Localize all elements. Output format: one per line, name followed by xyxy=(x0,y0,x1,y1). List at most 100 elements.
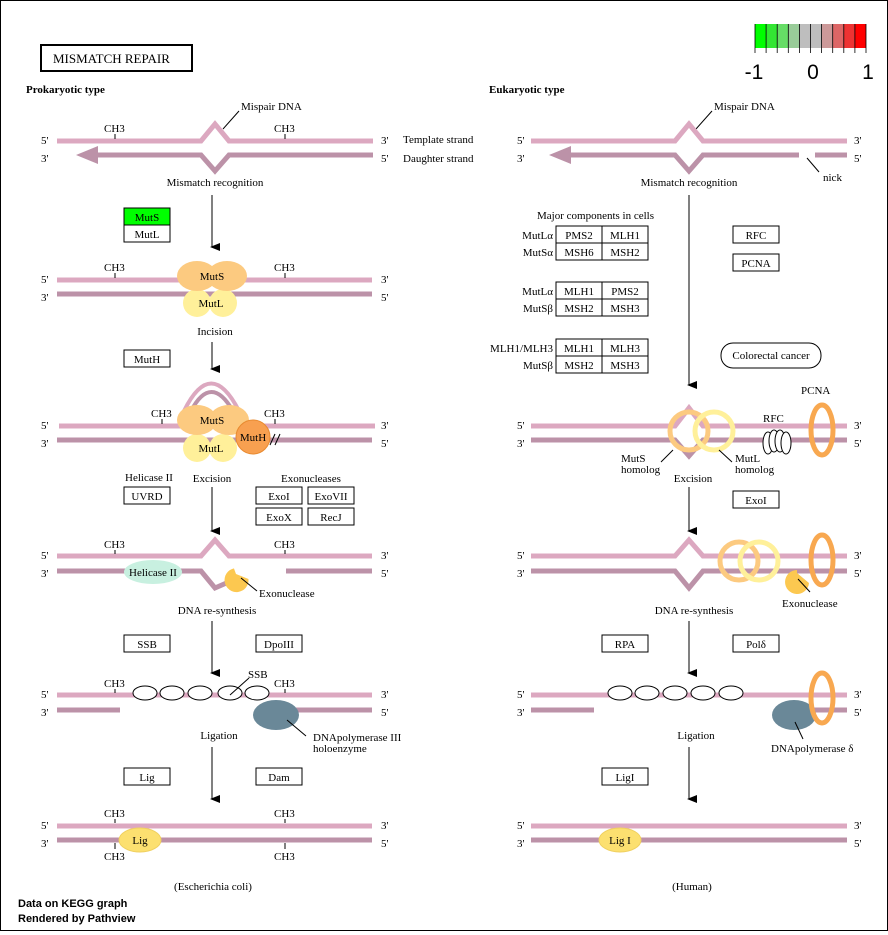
gene-label: MLH3 xyxy=(610,343,640,355)
prok-3prime-label: 3' xyxy=(381,689,389,701)
euk-organism-label: (Human) xyxy=(672,881,712,893)
euk-5prime-label: 5' xyxy=(517,689,525,701)
gene-pcna[interactable]: PCNA xyxy=(732,253,780,272)
legend-color-cell xyxy=(832,24,844,48)
ch3-label: CH3 xyxy=(104,123,125,135)
polymerase-iii-label-2: holoenzyme xyxy=(313,743,367,755)
gene-mlh1[interactable]: MLH1 xyxy=(601,225,649,244)
mutl-homolog-label: MutL xyxy=(735,453,760,465)
gene-msh6[interactable]: MSH6 xyxy=(555,242,603,261)
euk-step-ligation: Ligation xyxy=(677,730,715,742)
prok-daughter-arrowhead xyxy=(76,146,98,164)
gene-label: MSH6 xyxy=(564,247,594,259)
gene-label: MSH3 xyxy=(610,303,640,315)
euk-step-recognition: Mismatch recognition xyxy=(641,177,738,189)
gene-exovii[interactable]: ExoVII xyxy=(307,486,355,505)
ch3-label: CH3 xyxy=(104,808,125,820)
legend-color-cell xyxy=(843,24,855,48)
ligi-protein-label: Lig I xyxy=(609,835,631,847)
prok-5prime-label: 5' xyxy=(41,420,49,432)
gene-exox-label: ExoX xyxy=(266,512,292,524)
gene-recj[interactable]: RecJ xyxy=(307,507,355,526)
gene-exoi[interactable]: ExoI xyxy=(255,486,303,505)
gene-exovii-label: ExoVII xyxy=(315,491,348,503)
colorectal-cancer-link[interactable]: Colorectal cancer xyxy=(720,342,822,369)
gene-rfc-label: RFC xyxy=(746,230,767,242)
ch3-label: CH3 xyxy=(264,408,285,420)
gene-ligi[interactable]: LigI xyxy=(601,767,649,786)
euk-exonuclease-shape xyxy=(785,570,809,594)
prok-5prime-label: 5' xyxy=(381,153,389,165)
gene-label: MSH3 xyxy=(610,360,640,372)
gene-exoi-human[interactable]: ExoI xyxy=(732,490,780,509)
ch3-label: CH3 xyxy=(104,851,125,863)
helicase-ii-group-label: Helicase II xyxy=(125,472,173,484)
gene-rpa[interactable]: RPA xyxy=(601,634,649,653)
exonucleases-group-label: Exonucleases xyxy=(281,473,341,485)
gene-muth[interactable]: MutH xyxy=(123,349,171,368)
helicase-ii-label: Helicase II xyxy=(129,567,177,579)
mutl-protein-label: MutL xyxy=(198,298,223,310)
gene-msh2[interactable]: MSH2 xyxy=(555,298,603,317)
ch3-label: CH3 xyxy=(274,851,295,863)
prok-5prime-label: 5' xyxy=(381,292,389,304)
components-title: Major components in cells xyxy=(537,210,654,222)
muts-homolog-label: MutS xyxy=(621,453,645,465)
gene-pms2[interactable]: PMS2 xyxy=(555,225,603,244)
gene-msh3[interactable]: MSH3 xyxy=(601,298,649,317)
pcna-ring xyxy=(808,402,836,458)
euk-3prime-label: 3' xyxy=(854,135,862,147)
gene-pms2[interactable]: PMS2 xyxy=(601,281,649,300)
gene-msh2[interactable]: MSH2 xyxy=(601,242,649,261)
gene-recj-label: RecJ xyxy=(320,512,342,524)
gene-exox[interactable]: ExoX xyxy=(255,507,303,526)
euk-5prime-label: 5' xyxy=(854,707,862,719)
muts-protein-label: MutS xyxy=(200,415,224,427)
gene-label: MSH2 xyxy=(610,247,639,259)
euk-stage-resynthesis: 5' 3' 3' 5' Exonuclease DNA re-synthesis xyxy=(517,532,862,617)
gene-muts-label: MutS xyxy=(135,212,159,224)
legend-color-cell xyxy=(755,24,767,48)
euk-exonuclease-label: Exonuclease xyxy=(782,598,838,610)
euk-3prime-label: 3' xyxy=(517,707,525,719)
legend-color-cell xyxy=(810,24,822,48)
gene-msh2[interactable]: MSH2 xyxy=(555,355,603,374)
ch3-label: CH3 xyxy=(104,539,125,551)
gene-dpoiii[interactable]: DpoIII xyxy=(255,634,303,653)
ch3-label: CH3 xyxy=(274,678,295,690)
gene-dam-label: Dam xyxy=(268,772,290,784)
gene-mlh1[interactable]: MLH1 xyxy=(555,281,603,300)
gene-muts[interactable]: MutS xyxy=(123,207,171,226)
gene-mutl[interactable]: MutL xyxy=(123,224,171,243)
ch3-label: CH3 xyxy=(274,539,295,551)
gene-lig[interactable]: Lig xyxy=(123,767,171,786)
muts-homolog-ring xyxy=(667,409,711,453)
prok-3prime-label: 3' xyxy=(41,568,49,580)
euk-stage-final: 5' 3' 3' 5' Lig I (Human) xyxy=(517,820,862,893)
gene-pold[interactable]: Polδ xyxy=(732,634,780,653)
gene-dam[interactable]: Dam xyxy=(255,767,303,786)
gene-ssb[interactable]: SSB xyxy=(123,634,171,653)
prok-3prime-label: 3' xyxy=(41,153,49,165)
ch3-label: CH3 xyxy=(151,408,172,420)
gene-msh3[interactable]: MSH3 xyxy=(601,355,649,374)
gene-mlh1[interactable]: MLH1 xyxy=(555,338,603,357)
gene-rpa-label: RPA xyxy=(615,639,635,651)
helicase-ii-protein: Helicase II xyxy=(124,560,182,584)
gene-label: PMS2 xyxy=(611,286,639,298)
muth-protein: MutH xyxy=(235,419,271,455)
gene-rfc[interactable]: RFC xyxy=(732,225,780,244)
prok-stage-ligation-prep: 5' 3' 3' 5' CH3 CH3 SSB DNApolymerase II… xyxy=(41,669,402,755)
euk-5prime-label: 5' xyxy=(517,550,525,562)
ch3-label: CH3 xyxy=(104,678,125,690)
euk-5prime-label: 5' xyxy=(517,820,525,832)
muts-protein-label: MutS xyxy=(200,271,224,283)
footer-data-source: Data on KEGG graph xyxy=(18,898,128,910)
prok-5prime-label: 5' xyxy=(41,274,49,286)
legend-mid-label: 0 xyxy=(807,61,819,84)
gene-mlh3[interactable]: MLH3 xyxy=(601,338,649,357)
gene-uvrd[interactable]: UVRD xyxy=(123,486,171,505)
exonuclease-shape xyxy=(224,568,249,593)
prok-3prime-label: 3' xyxy=(41,292,49,304)
prok-stage-final: 5' 3' 3' 5' CH3 CH3 CH3 CH3 Lig (Escheri… xyxy=(41,808,389,893)
